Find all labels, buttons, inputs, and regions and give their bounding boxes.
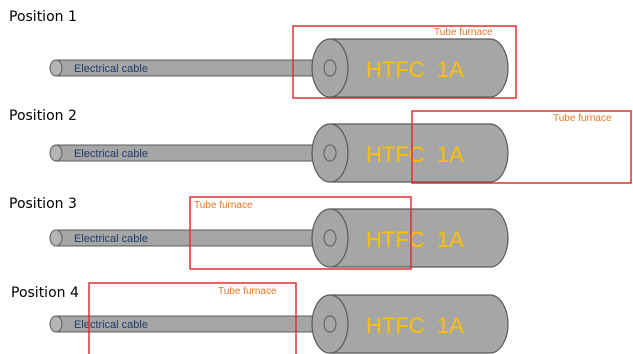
position-label: Position 1 (9, 9, 77, 25)
device-label: HTFC 1A (366, 313, 464, 338)
htfc-cylinder (311, 123, 509, 183)
tube-furnace-label: Tube furnace (553, 113, 612, 124)
cable-label: Electrical cable (74, 63, 148, 75)
cylinder-body (330, 38, 509, 98)
assembly-row: Electrical cable HTFC 1A Tube furnace (49, 196, 509, 270)
htfc-cylinder (311, 294, 509, 354)
cylinder-body (330, 208, 509, 268)
cable-socket (323, 229, 337, 247)
tube-furnace-label: Tube furnace (194, 200, 253, 211)
device-label: HTFC 1A (366, 142, 464, 167)
position-label: Position 2 (9, 108, 77, 124)
tube-furnace-label: Tube furnace (434, 27, 493, 38)
htfc-cylinder (311, 38, 509, 98)
assembly-row: Electrical cable HTFC 1A Tube furnace (49, 25, 517, 99)
htfc-cylinder (311, 208, 509, 268)
cable-label: Electrical cable (74, 148, 148, 160)
position-label: Position 4 (11, 285, 79, 301)
cable-end-cap (49, 229, 63, 247)
cable-socket (323, 315, 337, 333)
cable-socket (323, 144, 337, 162)
cable-end-cap (49, 59, 63, 77)
cable-end-cap (49, 144, 63, 162)
cylinder-body (330, 294, 509, 354)
device-label: HTFC 1A (366, 227, 464, 252)
position-label: Position 3 (9, 196, 77, 212)
cable-socket (323, 59, 337, 77)
tube-furnace-label: Tube furnace (218, 286, 277, 297)
cable-label: Electrical cable (74, 233, 148, 245)
tube-furnace-box (189, 196, 412, 270)
device-label: HTFC 1A (366, 57, 464, 82)
tube-furnace-box (292, 25, 517, 99)
cylinder-body (330, 123, 509, 183)
tube-furnace-box (411, 110, 632, 184)
assembly-row: Electrical cable HTFC 1A Tube furnace (49, 110, 632, 184)
cable-end-cap (49, 315, 63, 333)
assembly-row: Electrical cable HTFC 1A Tube furnace (49, 282, 509, 354)
tube-furnace-box (88, 282, 297, 354)
cable-label: Electrical cable (74, 319, 148, 331)
